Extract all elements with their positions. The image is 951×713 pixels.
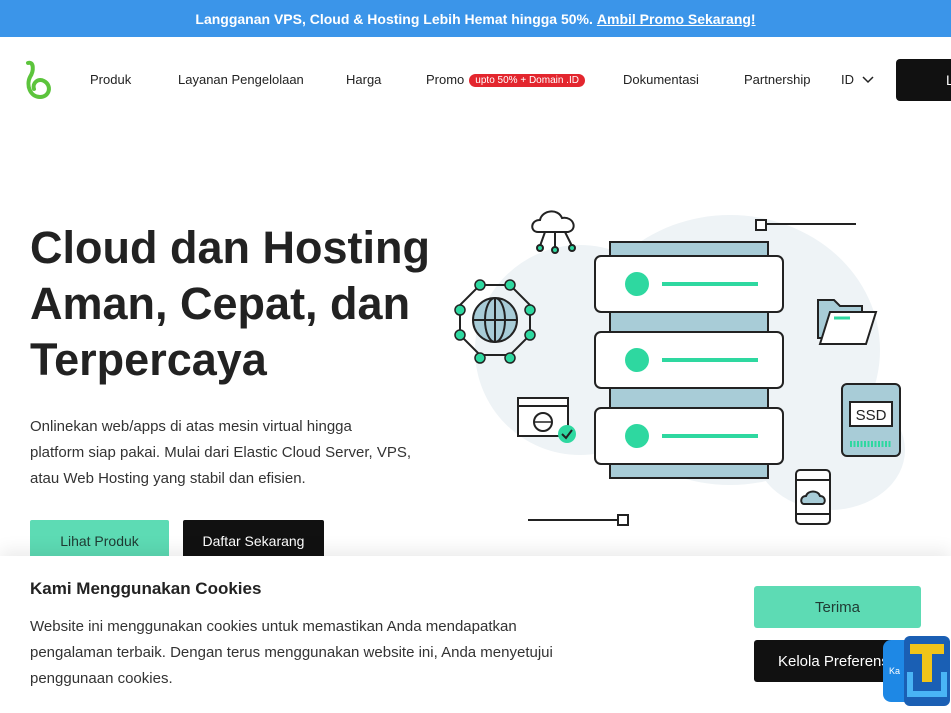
nav-item-promo-label: Promo [426, 72, 465, 87]
promo-bar: Langganan VPS, Cloud & Hosting Lebih Hem… [0, 0, 951, 37]
language-selector[interactable]: ID [841, 72, 874, 87]
cookie-title: Kami Menggunakan Cookies [30, 579, 262, 598]
server-illustration: SSD [454, 210, 905, 526]
hero-description-line: atau Web Hosting yang stabil dan efisien… [30, 470, 306, 487]
chevron-down-icon [862, 75, 874, 83]
nav-item-dokumentasi[interactable]: Dokumentasi [623, 72, 699, 87]
hero-description-line: platform siap pakai. Mulai dari Elastic … [30, 444, 411, 461]
hero-title-line: Terpercaya [30, 334, 267, 385]
globe-network-icon [454, 279, 536, 364]
language-label: ID [841, 72, 854, 87]
nav-item-layanan[interactable]: Layanan Pengelolaan [178, 72, 304, 87]
chat-widget-label: Ka [889, 666, 901, 676]
brand-logo[interactable] [20, 59, 56, 101]
folder-icon [817, 299, 878, 345]
cookie-banner: Kami Menggunakan Cookies Website ini men… [0, 556, 951, 713]
cookie-text: Website ini menggunakan cookies untuk me… [30, 614, 610, 692]
login-button[interactable]: L [896, 59, 951, 101]
cookie-text-line: penggunaan cookies. [30, 670, 173, 687]
hero-title-line: Aman, Cepat, dan [30, 278, 411, 329]
promo-text: Langganan VPS, Cloud & Hosting Lebih Hem… [195, 10, 593, 27]
ssd-icon: SSD [841, 383, 901, 457]
register-button[interactable]: Daftar Sekarang [183, 520, 324, 562]
nav-item-promo[interactable]: Promo upto 50% + Domain .ID [426, 72, 585, 88]
accept-cookies-button[interactable]: Terima [754, 586, 921, 628]
ssd-label: SSD [856, 407, 887, 424]
hero-title: Cloud dan Hosting Aman, Cepat, dan Terpe… [30, 220, 450, 388]
server-stack [594, 241, 784, 479]
promo-badge: upto 50% + Domain .ID [469, 74, 585, 88]
cookie-text-line: Website ini menggunakan cookies untuk me… [30, 618, 517, 635]
hero-title-line: Cloud dan Hosting [30, 222, 430, 273]
cloud-network-icon [531, 210, 576, 254]
connector-line [755, 219, 856, 231]
view-products-button[interactable]: Lihat Produk [30, 520, 169, 562]
nav-item-produk[interactable]: Produk [90, 72, 132, 87]
hero-description: Onlinekan web/apps di atas mesin virtual… [30, 414, 450, 492]
nav-item-harga[interactable]: Harga [346, 72, 382, 87]
promo-link[interactable]: Ambil Promo Sekarang! [596, 10, 756, 27]
phone-cloud-icon [795, 469, 831, 525]
cookie-text-line: pengalaman terbaik. Dengan terus menggun… [30, 644, 553, 661]
browser-window-icon [517, 397, 576, 443]
watermark-logo [904, 636, 950, 706]
connector-line [528, 514, 629, 526]
nav-item-partnership[interactable]: Partnership [744, 72, 811, 87]
hero-description-line: Onlinekan web/apps di atas mesin virtual… [30, 418, 352, 435]
